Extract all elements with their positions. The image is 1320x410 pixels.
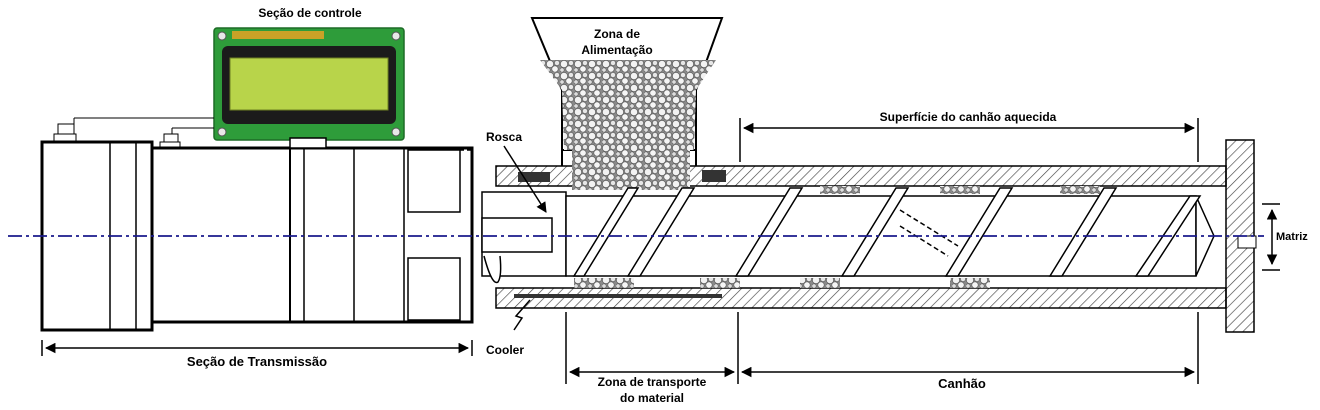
transmission-housing bbox=[40, 137, 474, 332]
lcd-module bbox=[213, 27, 405, 141]
feed-zone-label-2: Alimentação bbox=[581, 43, 652, 57]
barrel-label: Canhão bbox=[938, 376, 986, 391]
transport-zone-label-1: Zona de transporte bbox=[598, 375, 707, 389]
transport-zone-label-2: do material bbox=[620, 391, 684, 405]
hopper bbox=[530, 17, 724, 190]
screw-leader bbox=[503, 145, 547, 213]
heater-band-1 bbox=[518, 172, 550, 182]
cooler-leader bbox=[513, 299, 531, 331]
motor-connector-2 bbox=[159, 133, 181, 149]
cooler-label: Cooler bbox=[486, 343, 524, 357]
screw-label: Rosca bbox=[486, 130, 522, 144]
lcd-pin-header bbox=[232, 31, 324, 39]
transmission-section-label: Seção de Transmissão bbox=[187, 354, 327, 369]
heater-band-2 bbox=[702, 170, 726, 182]
motor-connector-1 bbox=[53, 123, 77, 143]
control-section-label: Seção de controle bbox=[258, 6, 362, 20]
dimension-lines bbox=[41, 118, 1280, 384]
feed-zone-label-1: Zona de bbox=[594, 27, 640, 41]
coupling bbox=[481, 191, 567, 284]
die-label: Matriz bbox=[1276, 231, 1308, 243]
heated-barrel-label: Superfície do canhão aquecida bbox=[880, 110, 1057, 124]
screw bbox=[565, 187, 1215, 277]
